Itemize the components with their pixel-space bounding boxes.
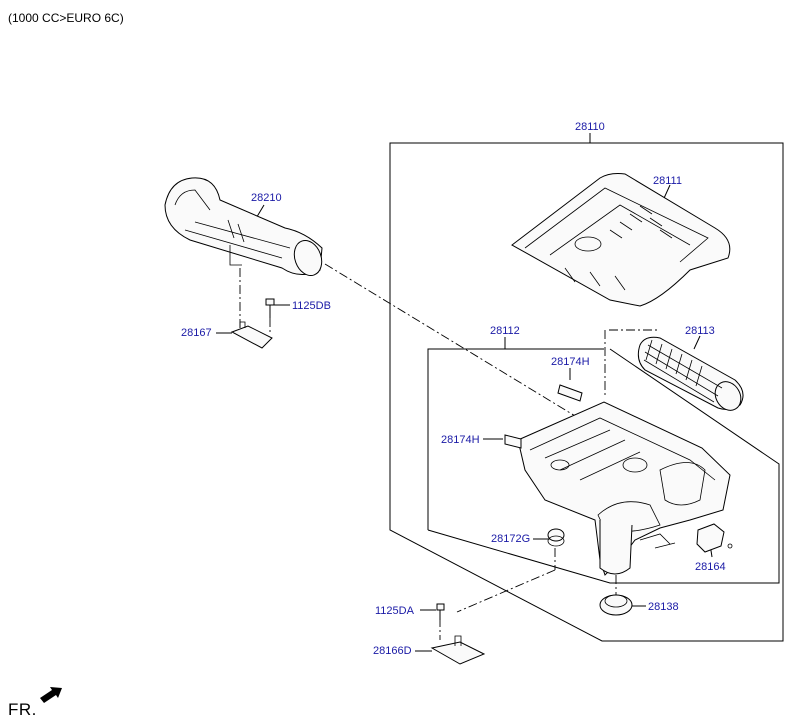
clip-left-part <box>504 434 522 449</box>
part-label-28110[interactable]: 28110 <box>575 121 605 133</box>
front-direction-arrow-icon <box>40 687 62 703</box>
part-label-28172g[interactable]: 28172G <box>491 533 530 545</box>
part-label-1125db[interactable]: 1125DB <box>292 300 331 312</box>
bolt-lower-part <box>436 603 445 620</box>
part-label-28111[interactable]: 28111 <box>653 175 682 187</box>
sensor-part <box>696 523 733 553</box>
seal-ring-part <box>599 594 633 616</box>
intake-hose <box>164 177 323 276</box>
engine-spec-label: (1000 CC>EURO 6C) <box>8 11 124 25</box>
part-label-28113[interactable]: 28113 <box>685 325 715 337</box>
part-label-28138[interactable]: 28138 <box>648 601 679 613</box>
filter-element <box>637 336 744 411</box>
part-label-28112[interactable]: 28112 <box>490 325 520 337</box>
bracket-upper-part <box>230 321 273 349</box>
part-label-1125da[interactable]: 1125DA <box>375 605 415 617</box>
bolt-upper-part <box>265 298 275 318</box>
part-label-28164[interactable]: 28164 <box>695 561 726 573</box>
body-outline <box>427 348 604 530</box>
bracket-lower-part <box>430 635 486 665</box>
air-cleaner-body <box>517 401 731 576</box>
part-label-28174h-left[interactable]: 28174H <box>441 434 480 446</box>
assembly-outline <box>389 142 784 642</box>
grommet-part <box>547 528 565 547</box>
part-label-28167[interactable]: 28167 <box>181 327 212 339</box>
part-label-28166d[interactable]: 28166D <box>373 645 412 657</box>
air-cleaner-cover <box>511 173 731 307</box>
part-label-28174h-upper[interactable]: 28174H <box>551 356 590 368</box>
part-label-28210[interactable]: 28210 <box>251 192 282 204</box>
clip-upper-part <box>557 384 583 402</box>
front-direction-label: FR. <box>8 700 37 719</box>
